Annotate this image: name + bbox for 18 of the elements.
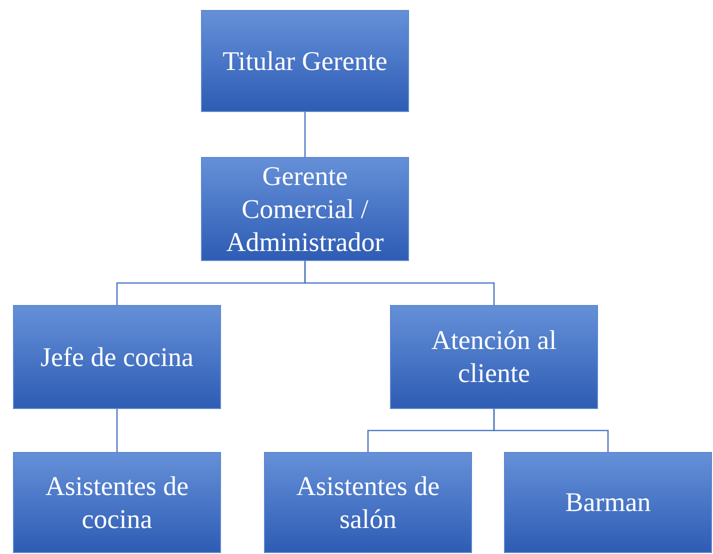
connector-line xyxy=(304,112,306,157)
org-box xyxy=(390,305,598,409)
connector-line xyxy=(304,261,495,305)
org-box xyxy=(201,157,409,261)
org-box xyxy=(201,10,409,112)
role-title: Gerente Comercial / Administrador xyxy=(225,160,385,258)
connector-line xyxy=(116,409,118,452)
role-title: Asistentes de cocina xyxy=(44,470,190,536)
role-title: Barman xyxy=(565,486,651,519)
role-title: Atención al cliente xyxy=(430,324,558,390)
connector-line xyxy=(493,409,609,452)
role-title: Asistentes de salón xyxy=(295,470,441,536)
org-box xyxy=(264,452,472,553)
role-title: Jefe de cocina xyxy=(40,340,194,374)
role-title: Titular Gerente xyxy=(222,44,388,78)
org-box xyxy=(13,305,221,409)
org-box xyxy=(13,452,221,553)
org-box xyxy=(504,452,712,553)
